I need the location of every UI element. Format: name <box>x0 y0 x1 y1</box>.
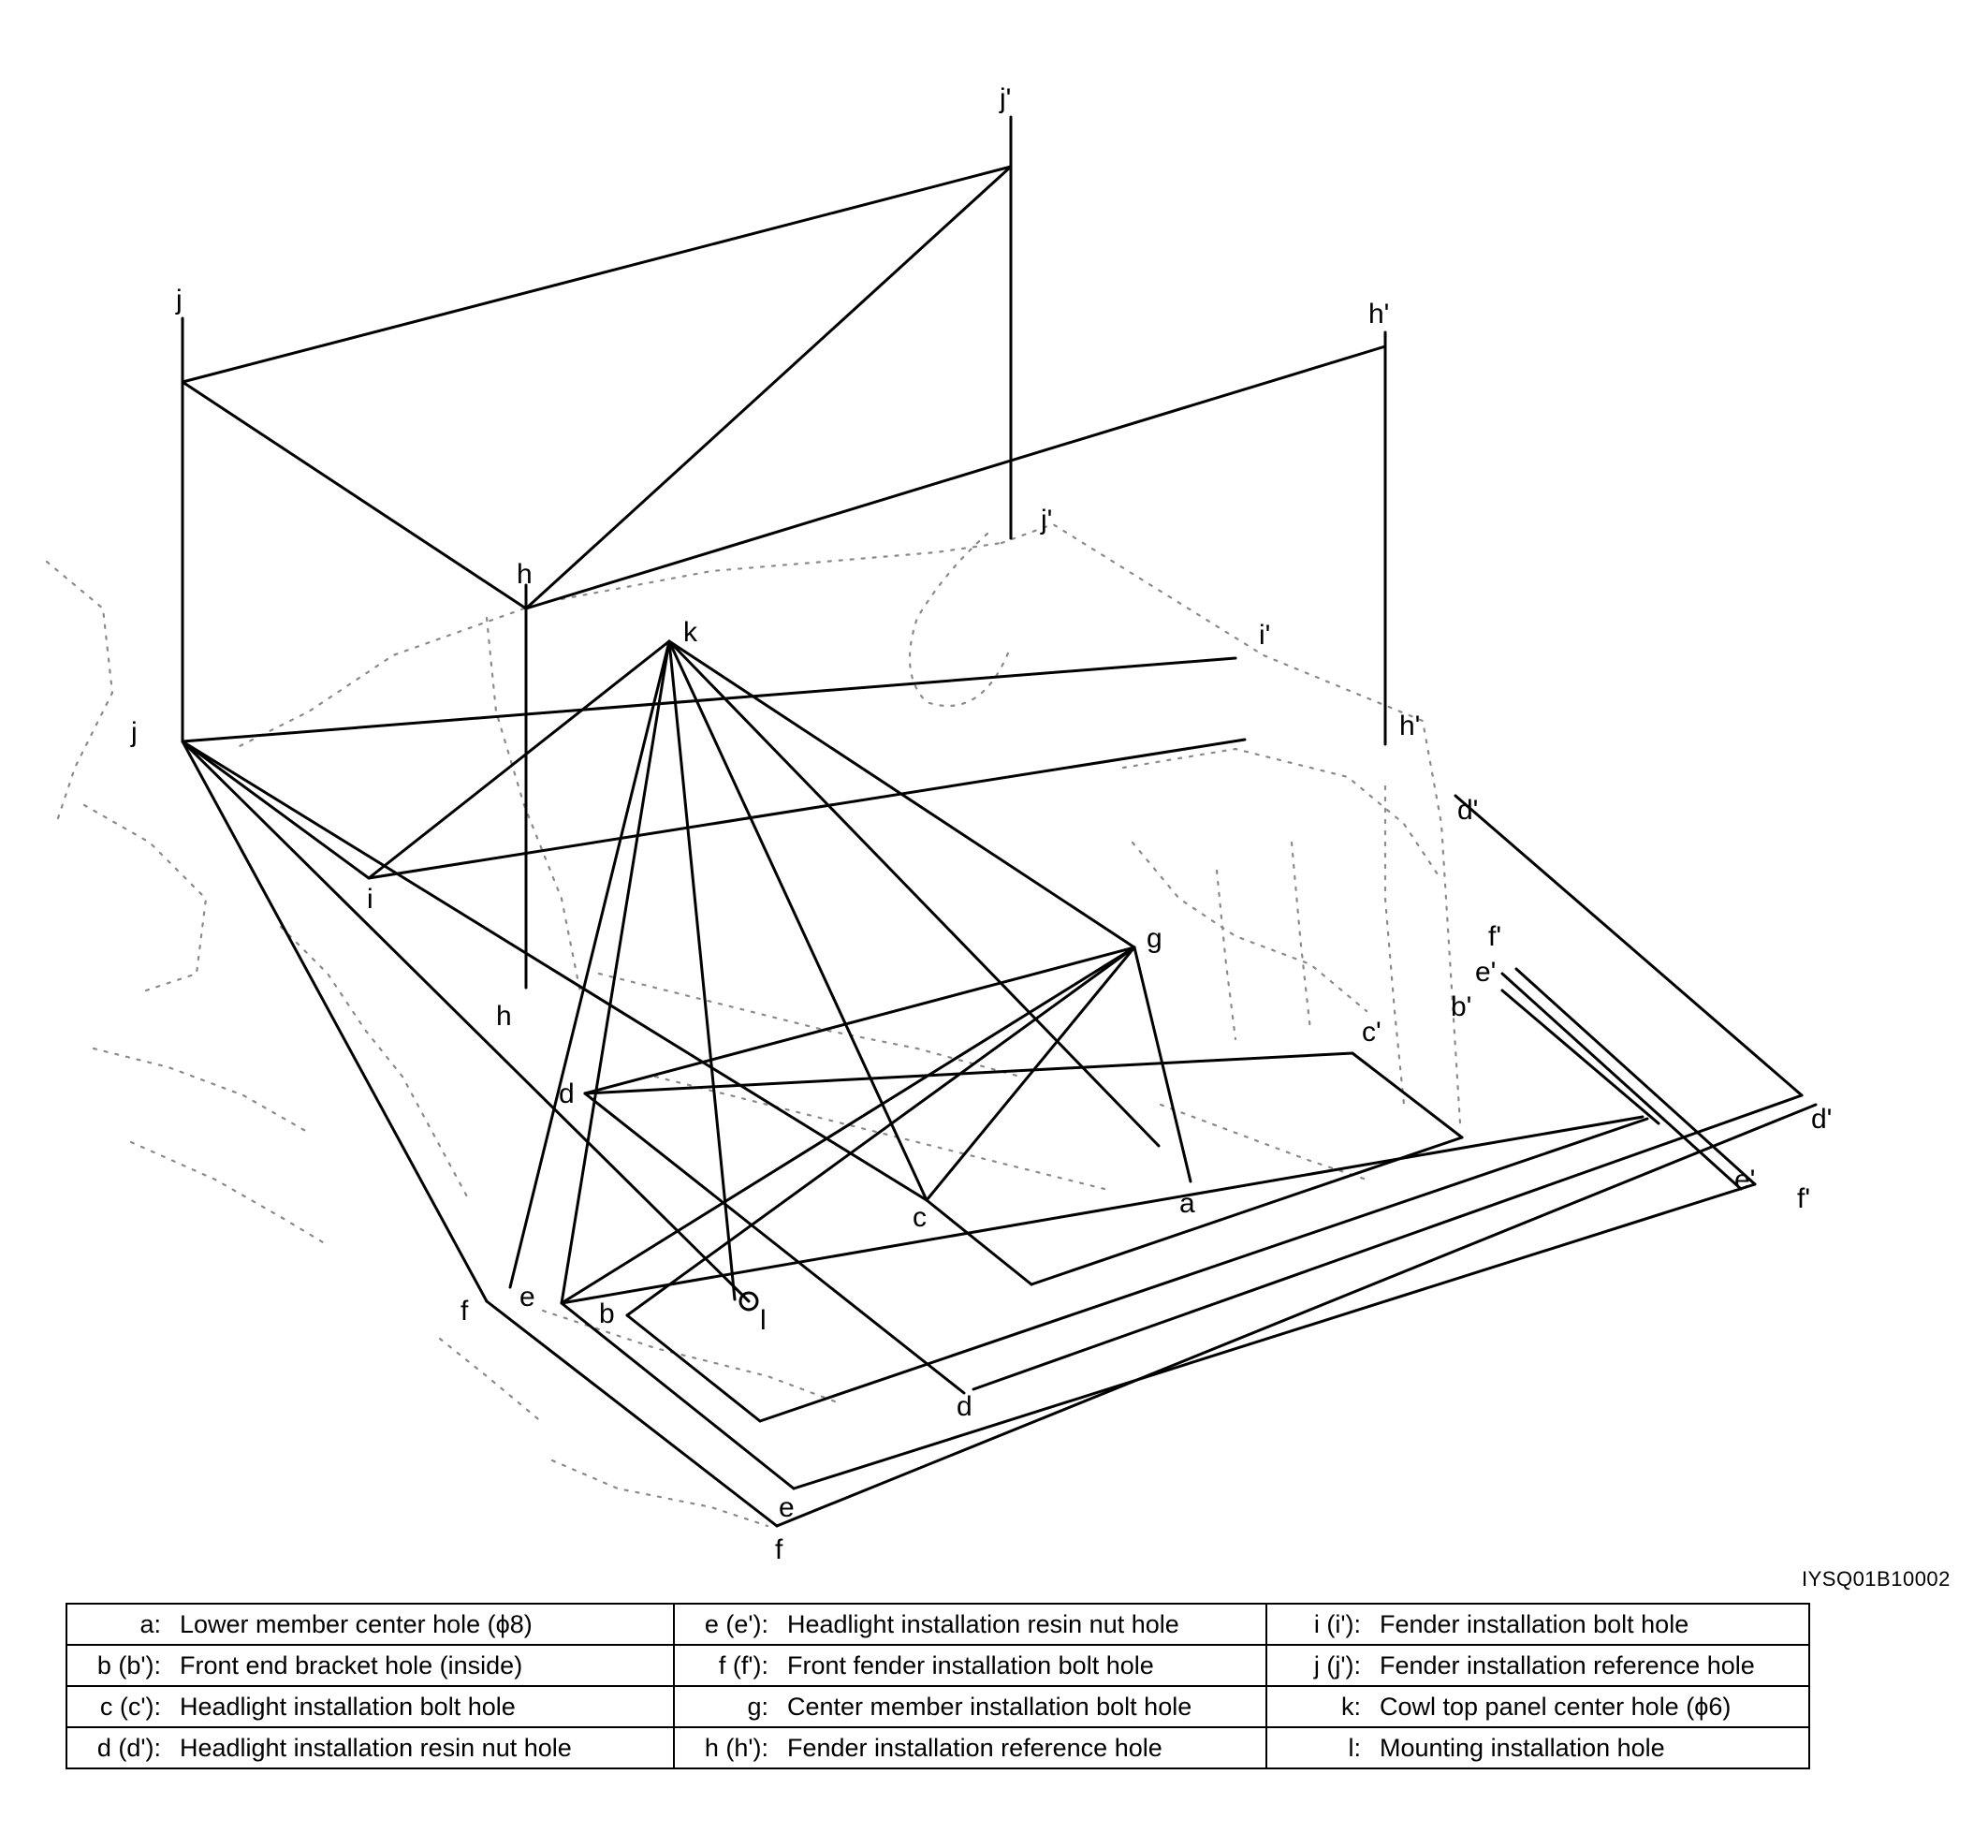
legend-table: a:Lower member center hole (ϕ8)e (e'):He… <box>66 1603 1810 1769</box>
label-h-prime-top: h' <box>1368 299 1389 330</box>
legend-key: i (i'): <box>1266 1603 1374 1646</box>
label-j-prime-top: j' <box>999 83 1011 114</box>
legend-description: Mounting installation hole <box>1374 1726 1810 1769</box>
legend-key: c (c'): <box>66 1685 174 1728</box>
label-f-lower: f <box>775 1534 783 1565</box>
legend-description: Center member installation bolt hole <box>782 1685 1267 1728</box>
legend-row: b (b'):Front end bracket hole (inside)f … <box>66 1644 1810 1687</box>
label-e-lower: e <box>779 1492 795 1523</box>
label-f-prime-upper: f' <box>1488 921 1501 952</box>
body-dimension-diagram: j j' h' h j' k i' h' j d' i g f' e' b' h… <box>45 83 1832 1565</box>
legend-description: Cowl top panel center hole (ϕ6) <box>1374 1685 1810 1728</box>
label-i-prime: i' <box>1259 620 1270 651</box>
legend-description: Fender installation reference hole <box>1374 1644 1810 1687</box>
legend-key: b (b'): <box>66 1644 174 1687</box>
label-g: g <box>1147 923 1162 954</box>
legend-description: Fender installation reference hole <box>782 1726 1267 1769</box>
label-h-lower: h <box>496 1001 512 1032</box>
legend-key: d (d'): <box>66 1726 174 1769</box>
vehicle-body-outline <box>45 522 1462 1528</box>
legend-description: Front end bracket hole (inside) <box>174 1644 675 1687</box>
label-j-lower: j <box>130 717 138 748</box>
legend-key: h (h'): <box>674 1726 782 1769</box>
label-j-prime-mid: j' <box>1040 505 1052 535</box>
label-f-prime-right: f' <box>1797 1183 1810 1214</box>
label-d-upper: d <box>559 1078 575 1109</box>
label-b-prime: b' <box>1451 991 1471 1022</box>
label-e-left: e <box>519 1282 535 1313</box>
legend-description: Headlight installation bolt hole <box>174 1685 675 1728</box>
label-e-prime-upper: e' <box>1475 957 1496 988</box>
legend-key: l: <box>1266 1726 1374 1769</box>
legend-key: k: <box>1266 1685 1374 1728</box>
label-j-top: j <box>175 285 183 315</box>
point-labels: j j' h' h j' k i' h' j d' i g f' e' b' h… <box>130 83 1832 1565</box>
measurement-lines <box>181 115 1818 1528</box>
legend-row: a:Lower member center hole (ϕ8)e (e'):He… <box>66 1603 1810 1646</box>
legend-description: Fender installation bolt hole <box>1374 1603 1810 1646</box>
legend-description: Front fender installation bolt hole <box>782 1644 1267 1687</box>
label-a: a <box>1179 1188 1195 1219</box>
label-d-prime-upper: d' <box>1457 795 1478 826</box>
label-c-prime: c' <box>1362 1017 1381 1048</box>
legend-key: j (j'): <box>1266 1644 1374 1687</box>
label-k: k <box>683 617 698 648</box>
legend-description: Lower member center hole (ϕ8) <box>174 1603 675 1646</box>
label-d-lower: d <box>957 1391 972 1422</box>
legend-key: e (e'): <box>674 1603 782 1646</box>
legend-row: d (d'):Headlight installation resin nut … <box>66 1726 1810 1769</box>
label-i: i <box>367 884 373 915</box>
legend-key: a: <box>66 1603 174 1646</box>
label-b: b <box>599 1298 615 1329</box>
legend-key: g: <box>674 1685 782 1728</box>
label-h-upper: h <box>517 559 533 590</box>
label-f-left: f <box>460 1296 469 1327</box>
legend-description: Headlight installation resin nut hole <box>174 1726 675 1769</box>
label-c: c <box>913 1202 927 1233</box>
label-d-prime-right: d' <box>1811 1104 1832 1135</box>
figure-code: IYSQ01B10002 <box>1802 1567 1951 1591</box>
hole-marker-l <box>738 1291 759 1312</box>
label-l: l <box>760 1305 767 1336</box>
legend-key: f (f'): <box>674 1644 782 1687</box>
label-e-prime-right: e' <box>1734 1165 1755 1195</box>
label-h-prime-mid: h' <box>1399 711 1420 741</box>
legend-description: Headlight installation resin nut hole <box>782 1603 1267 1646</box>
